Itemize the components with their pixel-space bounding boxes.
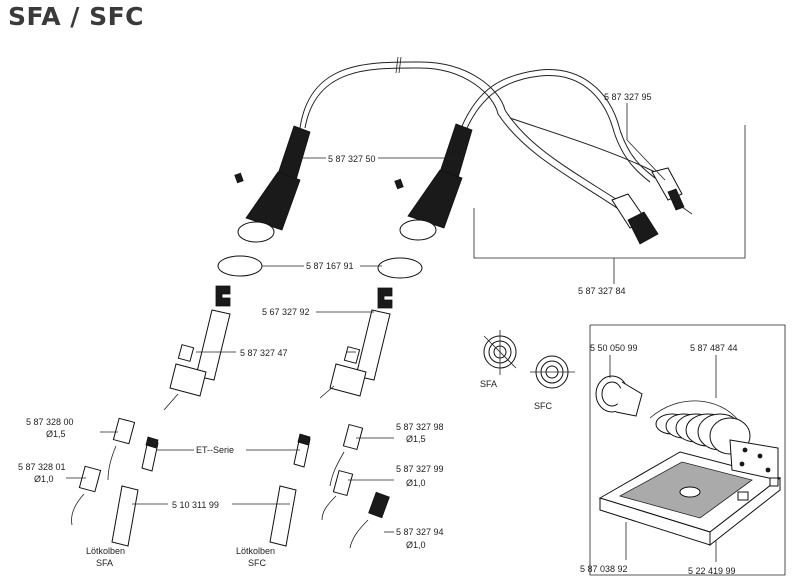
- label-567327-92: 5 67 327 92: [262, 307, 310, 317]
- label-587487-44: 5 87 487 44: [690, 343, 738, 353]
- heating-element-clip-sfc: [377, 287, 393, 309]
- label-diameter-15-a: Ø1,5: [46, 429, 66, 439]
- label-587327-98: 5 87 327 98: [396, 422, 444, 432]
- stand-base: [589, 324, 786, 576]
- heating-element-clip-sfa: [215, 285, 231, 307]
- label-587327-47: 5 87 327 47: [240, 348, 288, 358]
- label-diameter-10-b: Ø1,0: [406, 478, 426, 488]
- label-lotkolben-sfa-type: SFA: [96, 558, 113, 568]
- cables: [299, 56, 656, 211]
- label-diameter-10-c: Ø1,0: [406, 540, 426, 550]
- connector-plug-95: [651, 167, 693, 215]
- label-587328-01: 5 87 328 01: [18, 462, 66, 472]
- label-587327-95: 5 87 327 95: [604, 92, 652, 102]
- label-et-serie: ET--Serie: [196, 445, 234, 455]
- label-lotkolben-sfc: Lötkolben: [236, 546, 275, 556]
- label-sfc-holder: SFC: [534, 401, 553, 411]
- leader-lines: [66, 157, 717, 562]
- label-522419-99: 5 22 419 99: [688, 566, 736, 576]
- clamp-ring-sfa: [217, 255, 263, 277]
- label-587038-92: 5 87 038 92: [580, 564, 628, 574]
- clamp-ring-sfc: [377, 257, 423, 279]
- label-510311-99: 5 10 311 99: [172, 500, 219, 510]
- soldering-iron-sfc: [269, 123, 473, 549]
- label-587328-00: 5 87 328 00: [26, 417, 74, 427]
- cleaning-sleeve: [595, 375, 643, 417]
- label-diameter-15-b: Ø1,5: [406, 434, 426, 444]
- label-587327-50: 5 87 327 50: [328, 154, 376, 164]
- soldering-iron-sfa: [71, 125, 311, 547]
- part-labels: 5 87 327 95 5 87 327 50 5 87 167 91 5 87…: [18, 92, 738, 576]
- label-diameter-10-a: Ø1,0: [34, 474, 54, 484]
- tip-holder-sfc: [530, 355, 575, 389]
- page-title: SFA / SFC: [8, 2, 145, 31]
- label-587327-84: 5 87 327 84: [578, 286, 626, 296]
- label-sfa-holder: SFA: [480, 379, 497, 389]
- label-lotkolben-sfa: Lötkolben: [86, 546, 125, 556]
- label-587167-91: 5 87 167 91: [306, 261, 354, 271]
- label-587327-99: 5 87 327 99: [396, 464, 444, 474]
- label-550050-99: 5 50 050 99: [590, 343, 638, 353]
- label-587327-94: 5 87 327 94: [396, 527, 444, 537]
- label-lotkolben-sfc-type: SFC: [248, 558, 267, 568]
- bracket-lines: [473, 103, 746, 284]
- tip-holder-sfa: [483, 330, 517, 375]
- connector-socket-84: [611, 193, 659, 245]
